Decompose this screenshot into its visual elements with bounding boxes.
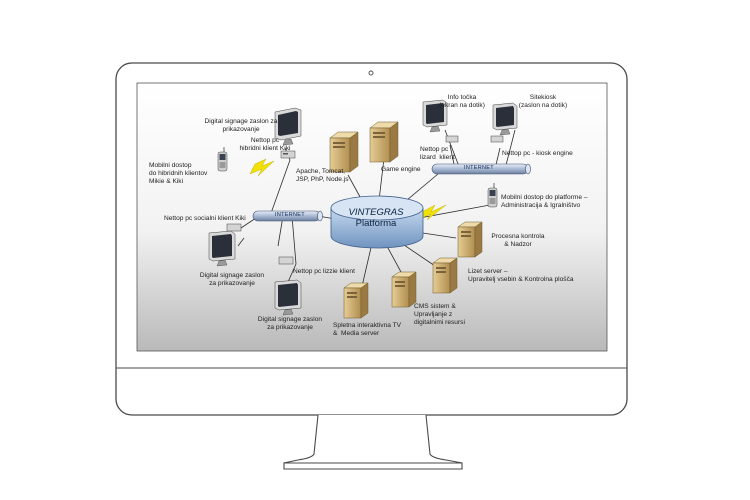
mobile-phone-icon bbox=[217, 147, 228, 172]
label-mobile-admin: Mobilni dostop do platforme – Administra… bbox=[501, 194, 588, 209]
label-procesna: Procesna kontrola & Nadzor bbox=[491, 233, 545, 248]
server-tower-icon bbox=[329, 131, 359, 173]
mobile-phone-icon bbox=[487, 183, 498, 208]
label-nettop-hybrid: Nettop pc hibridni klient Kiki bbox=[239, 137, 291, 152]
label-cms: CMS sistem & Upravljanje z digitalnimi r… bbox=[414, 303, 465, 326]
lightning-icon bbox=[249, 158, 275, 177]
nettop-icon bbox=[226, 223, 242, 232]
monitor-icon bbox=[274, 279, 302, 316]
internet-label-left: INTERNET bbox=[275, 212, 305, 218]
monitor-icon bbox=[492, 102, 518, 136]
label-info-tocka: Info točka (ekran na dotik) bbox=[439, 94, 485, 109]
label-digital-signage-top: Digital signage zaslon za prikazovanje bbox=[204, 118, 278, 133]
server-tower-icon bbox=[432, 257, 458, 294]
label-nettop-social: Nettop pc socialni klient Kiki bbox=[164, 215, 246, 222]
label-nettop-lizard: Nettop pc lizard klient bbox=[420, 146, 455, 161]
nettop-icon bbox=[445, 135, 459, 143]
label-digital-signage-bottom: Digital signage zaslon za prikazovanje bbox=[257, 316, 323, 331]
monitor-icon bbox=[208, 230, 236, 267]
label-lizet: Lizet server – Upravitelj vsebin & Kontr… bbox=[468, 268, 574, 283]
nettop-icon bbox=[490, 135, 504, 143]
label-spletna: Spletna interaktivna TV & Media server bbox=[333, 322, 402, 337]
server-tower-icon bbox=[369, 121, 399, 163]
platform-title: VINTEGRAS bbox=[348, 207, 404, 218]
platform-subtitle: Platforma bbox=[355, 218, 397, 229]
server-tower-icon bbox=[457, 221, 483, 258]
nettop-icon bbox=[278, 256, 294, 265]
label-apache: Apache, Tomcat, JSP, PhP, Node.js bbox=[296, 168, 349, 183]
nettop-icon bbox=[280, 150, 296, 159]
server-tower-icon bbox=[343, 282, 369, 319]
platform-cylinder bbox=[330, 195, 424, 249]
internet-label-right: INTERNET bbox=[464, 165, 494, 171]
camera-icon bbox=[368, 70, 374, 76]
label-mobile-hybrid: Mobilni dostop do hibridnih klientov Mik… bbox=[149, 162, 208, 185]
server-tower-icon bbox=[391, 271, 417, 308]
label-game-engine: Game engine bbox=[381, 166, 421, 173]
internet-bus-right bbox=[431, 163, 531, 175]
monitor-icon bbox=[422, 99, 448, 133]
network-diagram bbox=[208, 99, 531, 319]
internet-bus-left bbox=[252, 210, 323, 222]
label-sitekiosk: Sitekiosk (zaslon na dotik) bbox=[518, 94, 568, 109]
label-nettop-kiosk: Nettop pc - kiosk engine bbox=[502, 150, 573, 157]
label-digital-signage-left: Digital signage zaslon za prikazovanje bbox=[199, 272, 265, 287]
label-nettop-lizzie: Nettop pc lizzie klient bbox=[293, 268, 355, 275]
monitor-icon bbox=[274, 107, 302, 146]
